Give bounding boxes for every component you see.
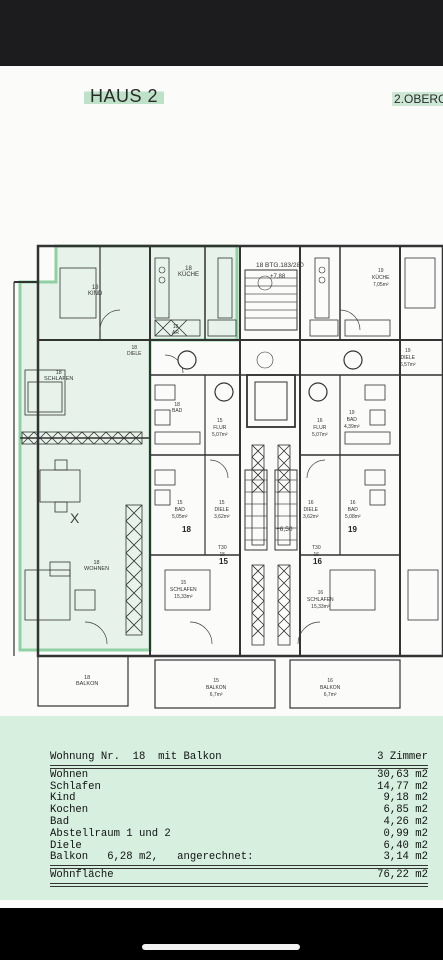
table-row: Abstellraum 1 und 2 0,99 m2	[50, 827, 428, 841]
room-label-bad-18: 18 BAD	[172, 402, 183, 414]
area-summary: Wohnung Nr. 18 mit Balkon 3 Zimmer Wohne…	[0, 716, 443, 900]
table-row: Wohnen 30,63 m2	[50, 768, 428, 782]
row-label: Kochen	[50, 804, 89, 817]
room-label-balkon-18: 18 BALKON	[76, 675, 99, 687]
room-label-bad-16: 16 BAD 5,08m²	[345, 500, 361, 520]
double-rule	[50, 882, 428, 887]
double-rule	[50, 865, 428, 870]
room-label-flur-16: 16 FLUR 5,07m²	[312, 418, 328, 438]
room-label-kueche-18: 18 KÜCHE	[178, 266, 200, 278]
room-label-balkon-16: 16 BALKON 6,7m²	[320, 678, 341, 698]
room-count: 3 Zimmer	[377, 751, 428, 763]
stair-label: 18 BTG.183/280	[256, 262, 304, 269]
status-bar	[0, 0, 443, 66]
row-value: 3,14 m2	[383, 851, 428, 864]
room-label-diele-15: 15 DIELE 3,62m²	[214, 500, 230, 520]
room-label-diele-19: 19 DIELE 6,57m²	[400, 348, 416, 368]
level-mark-lower: +6,50	[276, 526, 293, 533]
table-row: Diele 6,40 m2	[50, 839, 428, 853]
room-label-bad-19: 19 BAD 4,39m²	[344, 410, 360, 430]
room-label-schlafen-18: 18 SCHLAFEN	[44, 370, 74, 382]
row-label: Kind	[50, 792, 76, 805]
floor-plan-drawing: 18 KIND 18 KÜCHE 18 AR 18 DIELE 18 SCHLA…	[0, 170, 443, 715]
circle-label-19: 19	[348, 525, 357, 534]
level-mark-upper: +7,88	[270, 274, 286, 280]
row-value: 6,85 m2	[383, 804, 428, 817]
room-label-kueche-19: 19 KÜCHE 7,05m²	[372, 268, 390, 288]
circle-label-16: 16	[313, 557, 322, 566]
total-label: Wohnfläche	[50, 869, 114, 882]
room-label-diele-16: 16 DIELE 3,62m²	[303, 500, 319, 520]
row-label: Wohnen	[50, 768, 89, 781]
house-title: HAUS 2	[84, 86, 165, 107]
area-table: Wohnung Nr. 18 mit Balkon 3 Zimmer Wohne…	[50, 751, 428, 888]
total-value: 76,22 m2	[377, 869, 428, 882]
row-label: Diele	[50, 839, 82, 852]
row-value: 9,18 m2	[383, 792, 428, 805]
table-row: Kind 9,18 m2	[50, 793, 428, 805]
room-label-kind: 18 KIND	[88, 285, 103, 297]
room-label-balkon-15: 15 BALKON 6,7m²	[206, 678, 227, 698]
circle-label-18: 18	[182, 525, 191, 534]
double-rule	[50, 764, 428, 769]
door-label-t15: T30 15	[218, 545, 227, 558]
door-label-t16: T30 16	[312, 545, 321, 558]
table-row: Bad 4,26 m2	[50, 815, 428, 829]
table-row: Balkon 6,28 m2, angerechnet: 3,14 m2	[50, 852, 428, 864]
total-row: Wohnfläche 76,22 m2	[50, 869, 428, 882]
room-label-flur-15: 15 FLUR 5,07m²	[212, 418, 228, 438]
home-indicator[interactable]	[142, 944, 300, 950]
row-value: 6,40 m2	[383, 839, 428, 852]
bottom-bar	[0, 908, 443, 960]
row-value: 4,26 m2	[383, 815, 428, 828]
row-label: Schlafen	[50, 780, 101, 793]
hand-drawn-x-mark: X	[70, 510, 80, 526]
row-value: 14,77 m2	[377, 780, 428, 793]
row-label: Abstellraum 1 und 2	[50, 827, 171, 840]
circle-label-15: 15	[219, 557, 228, 566]
table-title-row: Wohnung Nr. 18 mit Balkon 3 Zimmer	[50, 751, 428, 764]
room-label-bad-15: 15 BAD 5,05m²	[172, 500, 188, 520]
row-value: 30,63 m2	[377, 768, 428, 781]
room-label-diele-18: 18 DIELE	[127, 345, 142, 357]
floor-label: 2.OBERG	[392, 92, 443, 106]
apartment-title: Wohnung Nr. 18 mit Balkon	[50, 751, 222, 763]
room-label-schlafen-15: 15 SCHLAFEN 15,33m²	[170, 580, 197, 600]
row-label: Bad	[50, 815, 70, 828]
row-value: 0,99 m2	[383, 827, 428, 840]
room-label-ar-18: 18 AR	[172, 324, 179, 336]
room-label-wohnen-18: 18 WOHNEN	[84, 560, 110, 572]
table-row: Kochen 6,85 m2	[50, 804, 428, 817]
table-row: Schlafen 14,77 m2	[50, 780, 428, 794]
row-label: Balkon 6,28 m2, angerechnet:	[50, 851, 254, 864]
room-label-schlafen-16: 16 SCHLAFEN 15,33m²	[307, 590, 334, 610]
